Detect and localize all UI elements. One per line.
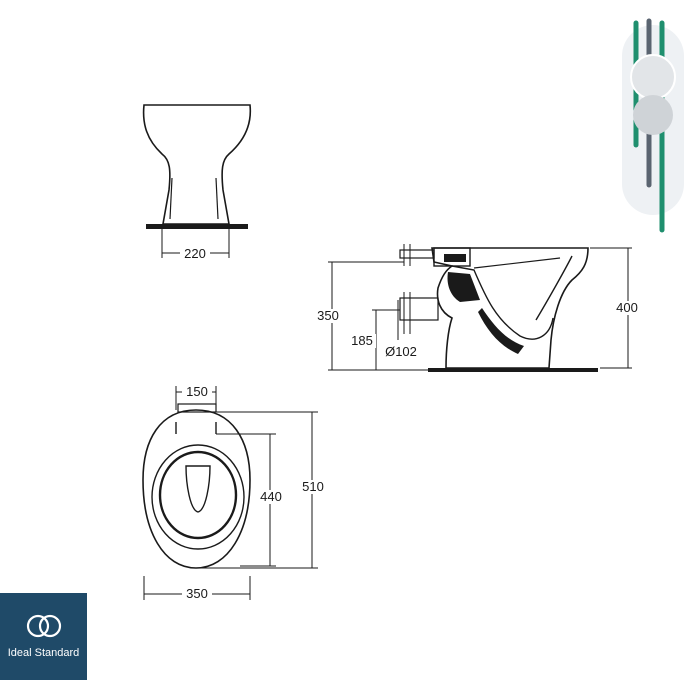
dim-top-total-length: 510 bbox=[302, 479, 324, 494]
dim-side-outlet-height: 350 bbox=[317, 308, 339, 323]
dim-side-total-height: 400 bbox=[616, 300, 638, 315]
dim-top-fixing-spacing: 150 bbox=[186, 384, 208, 399]
dim-top-inner-length: 440 bbox=[260, 489, 282, 504]
brand-logo: Ideal Standard bbox=[0, 593, 87, 680]
dimension-labels: 220 350 185 Ø102 400 150 440 510 350 bbox=[180, 246, 642, 601]
dim-side-pipe-diameter: Ø102 bbox=[385, 344, 417, 359]
brand-rings-icon bbox=[26, 614, 61, 638]
dim-top-width: 350 bbox=[186, 586, 208, 601]
top-view bbox=[142, 386, 318, 600]
dim-side-pipe-height: 185 bbox=[351, 333, 373, 348]
front-view bbox=[142, 104, 252, 258]
brand-pipes-icon bbox=[622, 18, 684, 233]
brand-name: Ideal Standard bbox=[7, 647, 80, 659]
side-view bbox=[328, 244, 632, 372]
dim-front-width: 220 bbox=[184, 246, 206, 261]
